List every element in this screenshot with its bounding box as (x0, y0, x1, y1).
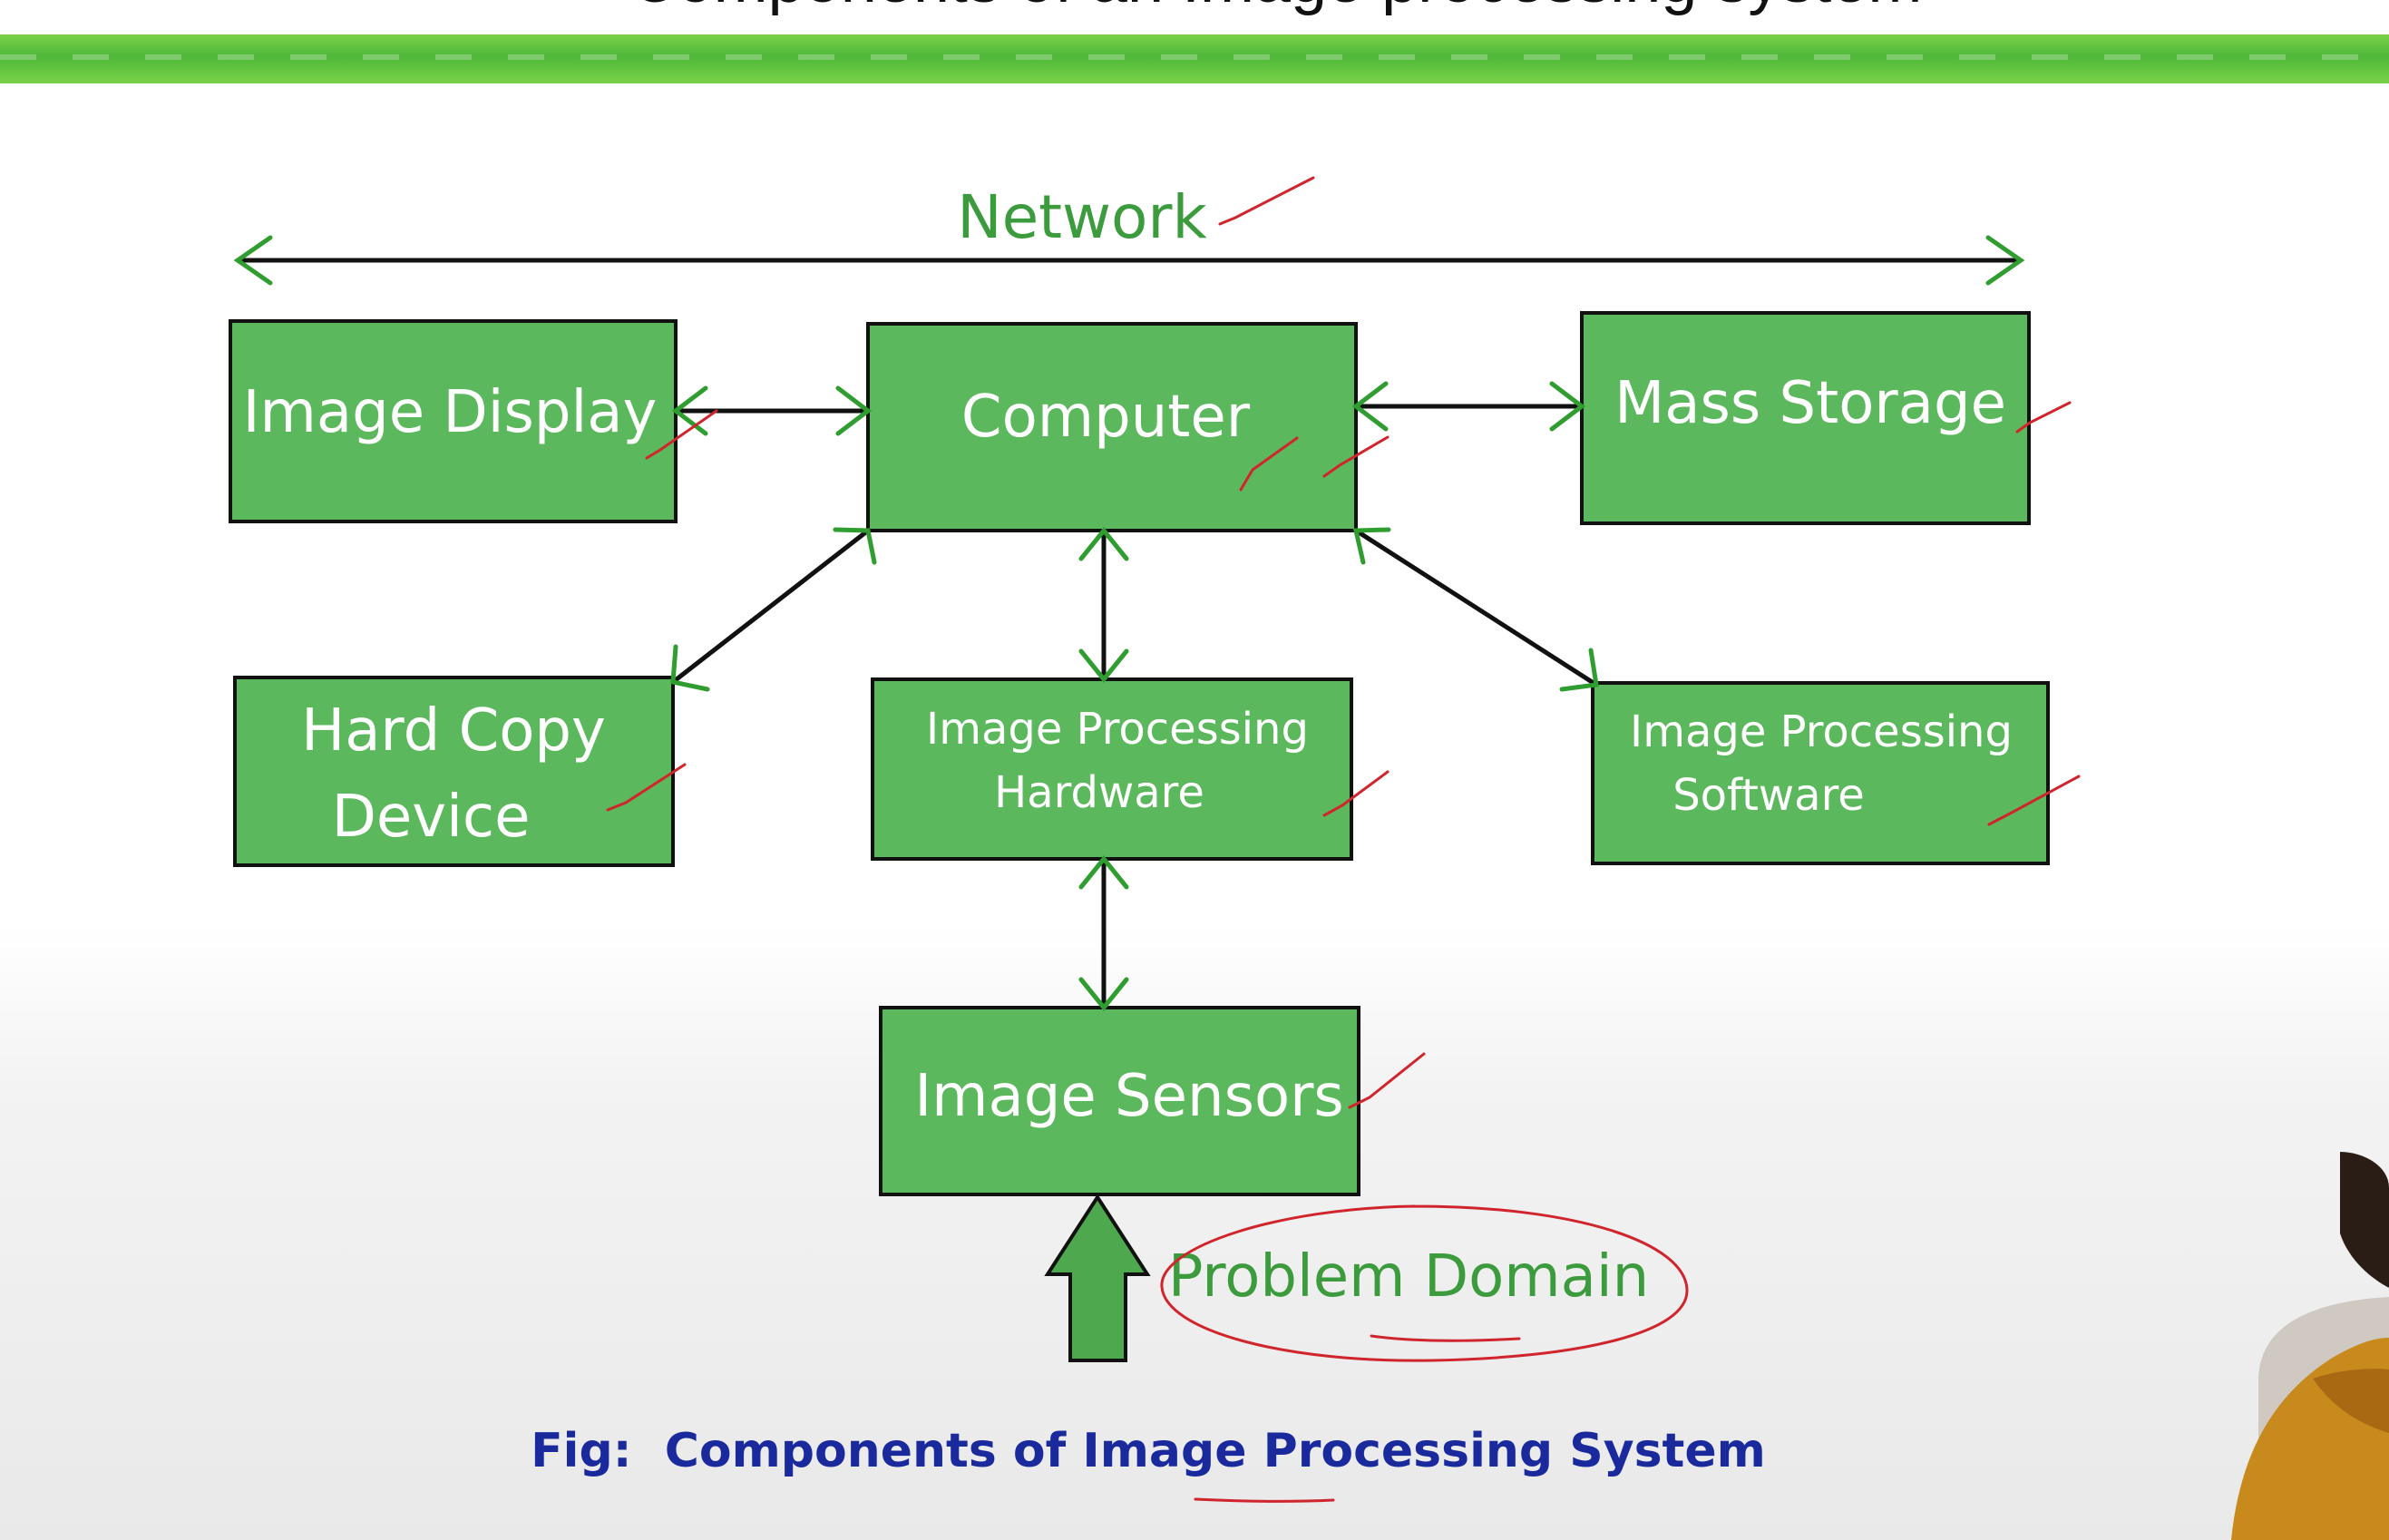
pen-annotations (606, 176, 2081, 1503)
figure-caption: Fig: Components of Image Processing Syst… (531, 1424, 1766, 1478)
network-label: Network (957, 182, 1207, 252)
edge-computer-hardcopy (670, 527, 877, 692)
edge-hardware-sensors (1078, 855, 1129, 1011)
computer-label: Computer (961, 384, 1251, 451)
presenter-video (2231, 1152, 2389, 1540)
network-bus (233, 235, 2025, 286)
problem-domain-label: Problem Domain (1168, 1243, 1649, 1311)
edge-computer-hardware (1078, 527, 1129, 683)
edge-computer-storage (1351, 381, 1586, 432)
mass-storage-box: Mass Storage (1580, 311, 2031, 525)
image-processing-software-box: Image Processing Software (1591, 681, 2050, 865)
caption-underline (1194, 1497, 1335, 1503)
check-mark-icon (1218, 176, 1315, 226)
hard-copy-label-line1: Hard Copy (301, 697, 606, 765)
check-mark-icon (645, 409, 718, 460)
hard-copy-device-box: Hard Copy Device (233, 676, 675, 867)
slide-title: Components of an Image processing system (0, 0, 2389, 16)
image-processing-hardware-box: Image Processing Hardware (871, 677, 1353, 861)
check-mark-icon (1239, 436, 1299, 492)
ip-hardware-label-line1: Image Processing (926, 704, 1309, 755)
edge-display-computer (671, 385, 873, 436)
image-sensors-box: Image Sensors (879, 1006, 1360, 1196)
image-display-box: Image Display (229, 319, 678, 523)
ip-hardware-label-line2: Hardware (994, 767, 1204, 818)
problem-domain-arrow-icon (1044, 1194, 1151, 1362)
title-band (0, 34, 2389, 83)
mass-storage-label: Mass Storage (1614, 370, 2006, 437)
ip-software-label-line2: Software (1672, 770, 1865, 821)
edge-computer-software (1352, 527, 1599, 692)
computer-box: Computer (866, 322, 1358, 532)
image-sensors-label: Image Sensors (914, 1063, 1344, 1130)
check-mark-icon (2015, 401, 2072, 434)
image-display-label: Image Display (243, 379, 658, 446)
problem-domain-circle (1160, 1204, 1689, 1362)
check-mark-icon (1348, 1052, 1426, 1109)
check-mark-icon (1322, 435, 1390, 478)
check-mark-icon (1322, 770, 1390, 817)
check-mark-icon (606, 763, 687, 812)
hard-copy-label-line2: Device (332, 784, 531, 851)
problem-domain-underline (1370, 1334, 1521, 1342)
check-mark-icon (1987, 775, 2081, 826)
ip-software-label-line1: Image Processing (1630, 707, 2013, 757)
